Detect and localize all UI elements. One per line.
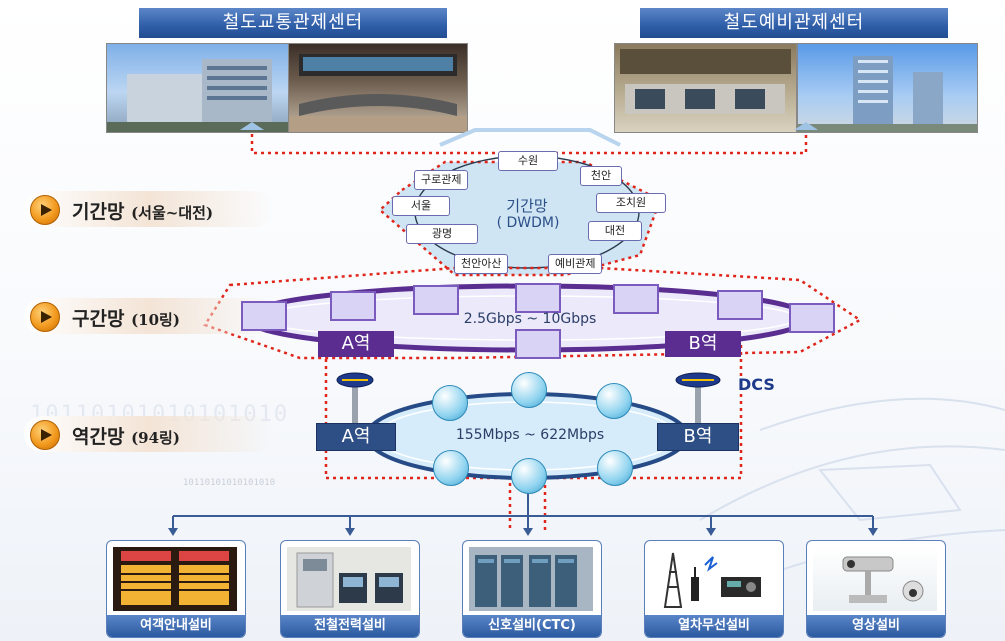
video-image bbox=[813, 547, 937, 611]
section-node bbox=[515, 283, 561, 313]
train-radio-image bbox=[651, 547, 775, 611]
backbone-node-gwangmyeong[interactable]: 광명 bbox=[406, 224, 478, 244]
section-node bbox=[613, 284, 659, 314]
backbone-node-cheonan[interactable]: 천안 bbox=[580, 166, 622, 186]
layer-label-backbone: 기간망 (서울~대전) bbox=[24, 191, 274, 227]
equipment-passenger-info[interactable]: 여객안내설비 bbox=[106, 540, 246, 638]
layer-backbone-sub: (서울~대전) bbox=[131, 204, 214, 222]
backup-control-building-photo bbox=[797, 43, 978, 133]
section-node bbox=[330, 291, 376, 321]
layer-label-section: 구간망 (10링) bbox=[24, 298, 274, 334]
backup-control-room-photo bbox=[614, 43, 797, 133]
station-node bbox=[433, 450, 469, 486]
equipment-train-radio[interactable]: 열차무선설비 bbox=[644, 540, 784, 638]
section-node bbox=[241, 301, 287, 331]
backbone-node-backup-control[interactable]: 예비관제 bbox=[548, 254, 603, 274]
control-room-photo bbox=[288, 43, 468, 133]
section-node bbox=[717, 290, 763, 320]
dcs-label: DCS bbox=[738, 375, 775, 394]
play-icon bbox=[30, 302, 60, 332]
control-center-banner: 철도교통관제센터 bbox=[139, 8, 447, 38]
station-node bbox=[597, 450, 633, 486]
binary-watermark-small: 10110101010101010 bbox=[183, 478, 276, 488]
section-station-b[interactable]: B역 bbox=[665, 331, 741, 357]
section-node bbox=[413, 285, 459, 315]
play-icon bbox=[30, 195, 60, 225]
station-ring-station-a[interactable]: A역 bbox=[316, 423, 396, 451]
equipment-label: 영상설비 bbox=[807, 615, 945, 637]
section-node bbox=[515, 329, 561, 359]
layer-section-sub: (10링) bbox=[131, 311, 180, 329]
electric-power-image bbox=[287, 547, 411, 611]
backbone-node-daejeon[interactable]: 대전 bbox=[588, 221, 642, 241]
play-icon bbox=[30, 420, 60, 450]
section-ring-speed: 2.5Gbps ~ 10Gbps bbox=[463, 311, 597, 327]
layer-label-station: 역간망 (94링) bbox=[24, 416, 274, 452]
control-center-building-photo bbox=[106, 43, 289, 133]
backbone-ring-title: 기간망 bbox=[506, 197, 548, 215]
equipment-label: 열차무선설비 bbox=[645, 615, 783, 637]
backup-control-center-banner: 철도예비관제센터 bbox=[640, 8, 948, 38]
section-station-a[interactable]: A역 bbox=[318, 331, 394, 357]
station-ring-station-b[interactable]: B역 bbox=[657, 423, 739, 451]
backbone-ring-subtitle: ( DWDM) bbox=[496, 215, 560, 231]
backbone-node-guro[interactable]: 구로관제 bbox=[414, 170, 469, 190]
equipment-signaling-ctc[interactable]: 신호설비(CTC) bbox=[462, 540, 602, 638]
backbone-node-jochiwon[interactable]: 조치원 bbox=[596, 193, 666, 213]
layer-station-sub: (94링) bbox=[131, 429, 180, 447]
station-node bbox=[432, 385, 468, 421]
layer-station-main: 역간망 bbox=[72, 426, 125, 448]
station-node bbox=[596, 383, 632, 419]
station-ring-speed: 155Mbps ~ 622Mbps bbox=[455, 427, 605, 443]
station-node bbox=[511, 372, 547, 408]
backbone-node-suwon[interactable]: 수원 bbox=[498, 151, 558, 171]
layer-section-main: 구간망 bbox=[72, 308, 125, 330]
equipment-video[interactable]: 영상설비 bbox=[806, 540, 946, 638]
equipment-label: 전철전력설비 bbox=[281, 615, 419, 637]
equipment-label: 여객안내설비 bbox=[107, 615, 245, 637]
signaling-ctc-image bbox=[469, 547, 593, 611]
backbone-node-cheonan-asan[interactable]: 천안아산 bbox=[454, 254, 509, 274]
layer-backbone-main: 기간망 bbox=[72, 201, 125, 223]
section-node bbox=[789, 303, 835, 333]
backbone-node-seoul[interactable]: 서울 bbox=[392, 196, 450, 216]
station-node bbox=[511, 458, 547, 494]
equipment-label: 신호설비(CTC) bbox=[463, 615, 601, 637]
passenger-info-image bbox=[113, 547, 237, 611]
equipment-electric-power[interactable]: 전철전력설비 bbox=[280, 540, 420, 638]
